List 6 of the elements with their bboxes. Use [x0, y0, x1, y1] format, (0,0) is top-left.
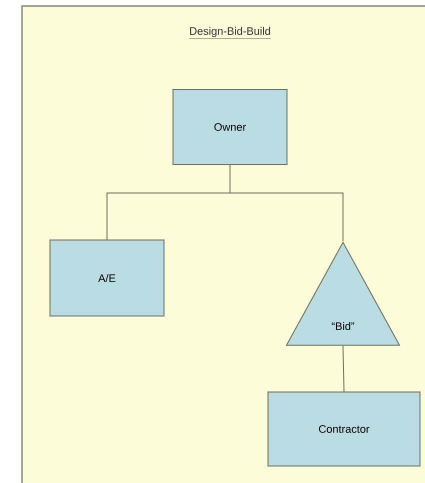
title: Design-Bid-Build — [189, 26, 271, 39]
process-box: A/E — [50, 240, 164, 316]
process-box: Owner — [172, 89, 288, 165]
connector-line — [342, 345, 344, 392]
process-box: Contractor — [268, 392, 420, 466]
connector-line — [230, 164, 344, 242]
